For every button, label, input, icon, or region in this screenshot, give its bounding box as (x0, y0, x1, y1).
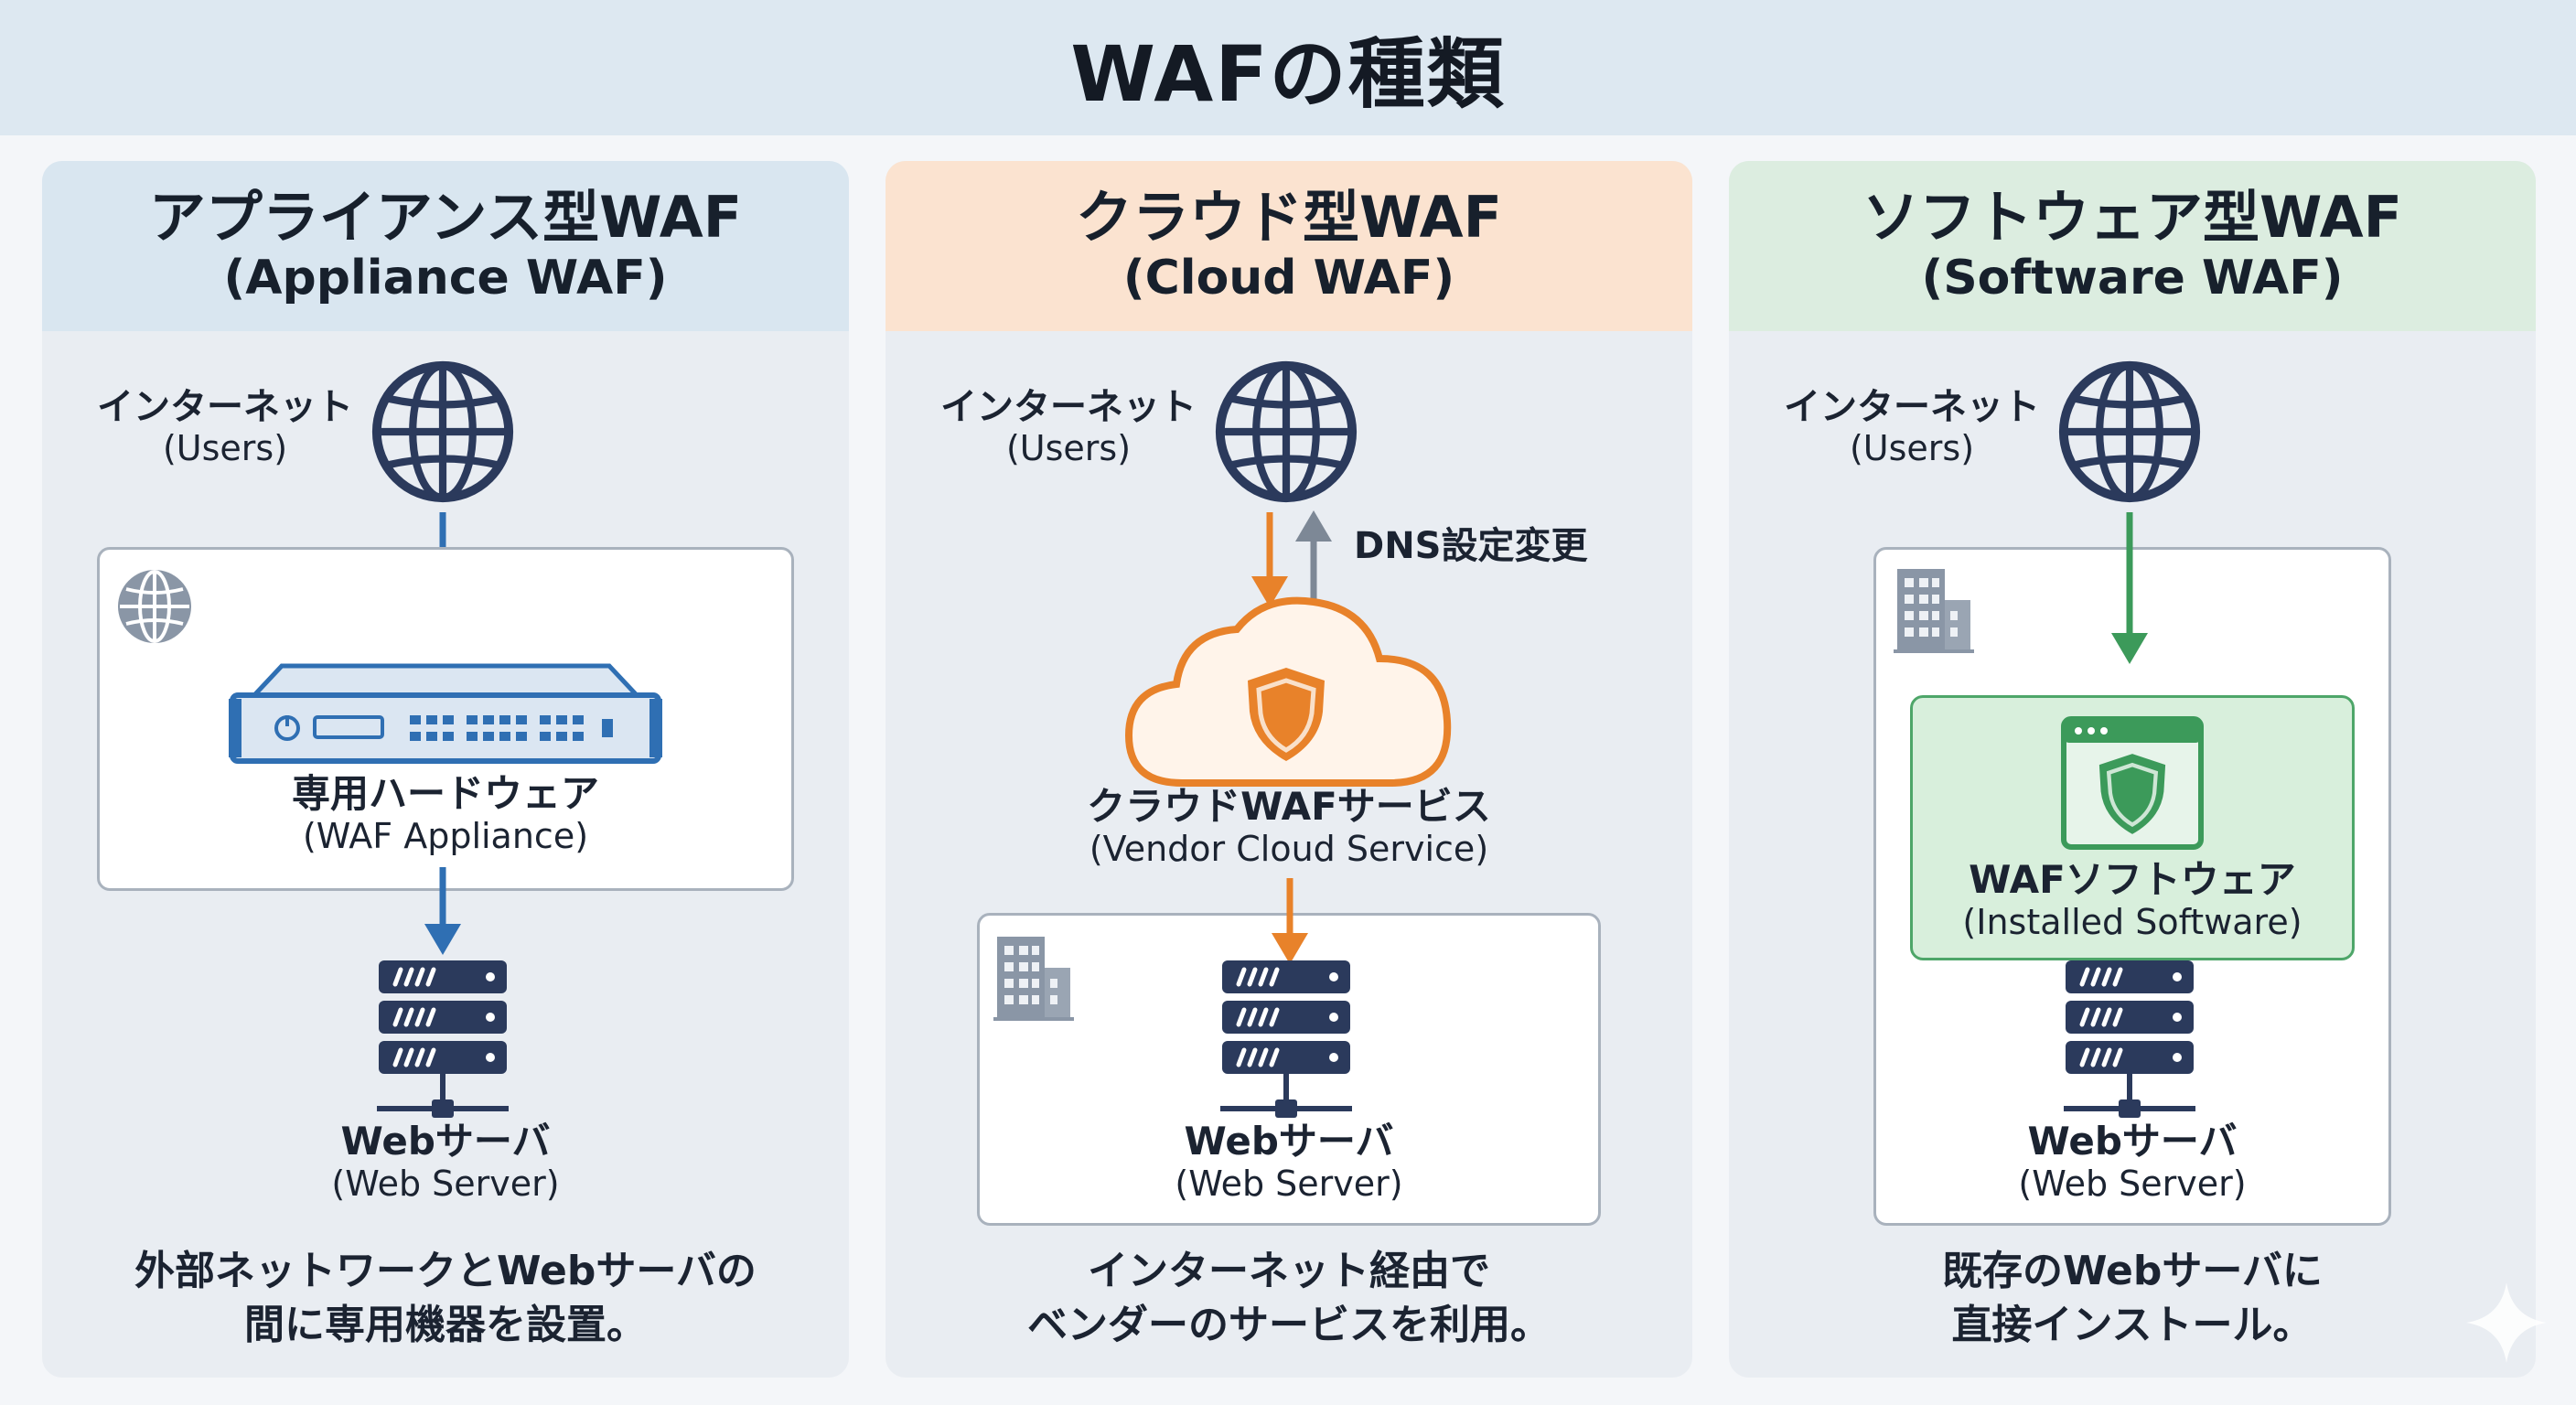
page-title: WAFの種類 (1070, 28, 1506, 119)
internet-label-en: (Users) (1005, 428, 1132, 468)
shield-icon (1240, 664, 1332, 765)
server-label-ja: Webサーバ (2027, 1119, 2238, 1164)
globe-icon (1211, 357, 1361, 507)
description-line-2: ベンダーのサービスを利用。 (1027, 1302, 1551, 1349)
title-bar: WAFの種類 (0, 0, 2576, 135)
server-label: Webサーバ (Web Server) (1784, 1119, 2481, 1206)
cloud-service-label-en: (Vendor Cloud Service) (1089, 829, 1489, 870)
panel-title-ja: クラウド型WAF (1076, 184, 1502, 252)
sparkle-icon (2466, 1282, 2547, 1363)
rack-appliance-icon (229, 663, 662, 764)
cloud-service-label: クラウドWAFサービス (Vendor Cloud Service) (940, 784, 1637, 871)
server-label: Webサーバ (Web Server) (97, 1119, 794, 1206)
building-icon (1892, 563, 1974, 655)
internet-label: インターネット (Users) (97, 386, 353, 470)
panel-title-en: (Cloud WAF) (1122, 251, 1455, 306)
panel-title-ja: アプライアンス型WAF (148, 184, 743, 252)
arrow-down-icon (2111, 512, 2148, 664)
panel-header: クラウド型WAF (Cloud WAF) (886, 161, 1692, 331)
waf-software-label-ja: WAFソフトウェア (1969, 857, 2296, 902)
description-line-1: 外部ネットワークとWebサーバの (134, 1248, 757, 1294)
panel-title-en: (Appliance WAF) (223, 251, 668, 306)
panel-description: 既存のWebサーバに 直接インストール。 (1729, 1244, 2536, 1353)
server-label-ja: Webサーバ (340, 1119, 551, 1164)
server-label: Webサーバ (Web Server) (940, 1119, 1637, 1206)
server-label-en: (Web Server) (331, 1164, 560, 1205)
description-line-2: 直接インストール。 (1951, 1302, 2313, 1349)
waf-software-label-en: (Installed Software) (1962, 902, 2302, 943)
server-label-ja: Webサーバ (1184, 1119, 1394, 1164)
appliance-label-en: (WAF Appliance) (302, 816, 589, 857)
cloud-waf-panel: クラウド型WAF (Cloud WAF) インターネット (Users) DNS… (886, 161, 1692, 1378)
dns-change-label: DNS設定変更 (1354, 525, 1588, 567)
description-line-1: インターネット経由で (1088, 1248, 1490, 1294)
panel-header: ソフトウェア型WAF (Software WAF) (1729, 161, 2536, 331)
description-line-2: 間に専用機器を設置。 (244, 1302, 647, 1349)
appliance-label: 専用ハードウェア (WAF Appliance) (97, 771, 794, 858)
arrow-up-icon (1295, 510, 1332, 609)
internet-label: インターネット (Users) (940, 386, 1197, 470)
globe-icon (368, 357, 518, 507)
globe-icon (118, 570, 191, 643)
panel-header: アプライアンス型WAF (Appliance WAF) (42, 161, 849, 331)
internet-label-ja: インターネット (940, 386, 1197, 428)
globe-icon (2055, 357, 2205, 507)
panel-description: 外部ネットワークとWebサーバの 間に専用機器を設置。 (42, 1244, 849, 1353)
waf-software-label: WAFソフトウェア (Installed Software) (1910, 857, 2355, 944)
server-stack-icon (370, 959, 516, 1132)
description-line-1: 既存のWebサーバに (1942, 1248, 2323, 1294)
internet-label-ja: インターネット (97, 386, 353, 428)
appliance-label-ja: 専用ハードウェア (291, 771, 599, 816)
internet-label-en: (Users) (1849, 428, 1975, 468)
cloud-service-label-ja: クラウドWAFサービス (1087, 784, 1491, 829)
arrow-down-icon (1272, 878, 1308, 964)
panel-title-en: (Software WAF) (1921, 251, 2344, 306)
appliance-waf-panel: アプライアンス型WAF (Appliance WAF) インターネット (Use… (42, 161, 849, 1378)
server-stack-icon (1213, 959, 1359, 1132)
shield-icon (2093, 750, 2172, 838)
panel-title-ja: ソフトウェア型WAF (1862, 184, 2402, 252)
server-label-en: (Web Server) (1175, 1164, 1403, 1205)
internet-label-en: (Users) (162, 428, 288, 468)
panel-description: インターネット経由で ベンダーのサービスを利用。 (886, 1244, 1692, 1353)
server-label-en: (Web Server) (2018, 1164, 2247, 1205)
arrow-down-icon (424, 867, 461, 955)
software-waf-panel: ソフトウェア型WAF (Software WAF) インターネット (Users… (1729, 161, 2536, 1378)
internet-label: インターネット (Users) (1784, 386, 2040, 470)
server-stack-icon (2056, 959, 2203, 1132)
internet-label-ja: インターネット (1784, 386, 2040, 428)
building-icon (992, 931, 1074, 1023)
arrow-down-icon (1251, 512, 1288, 607)
